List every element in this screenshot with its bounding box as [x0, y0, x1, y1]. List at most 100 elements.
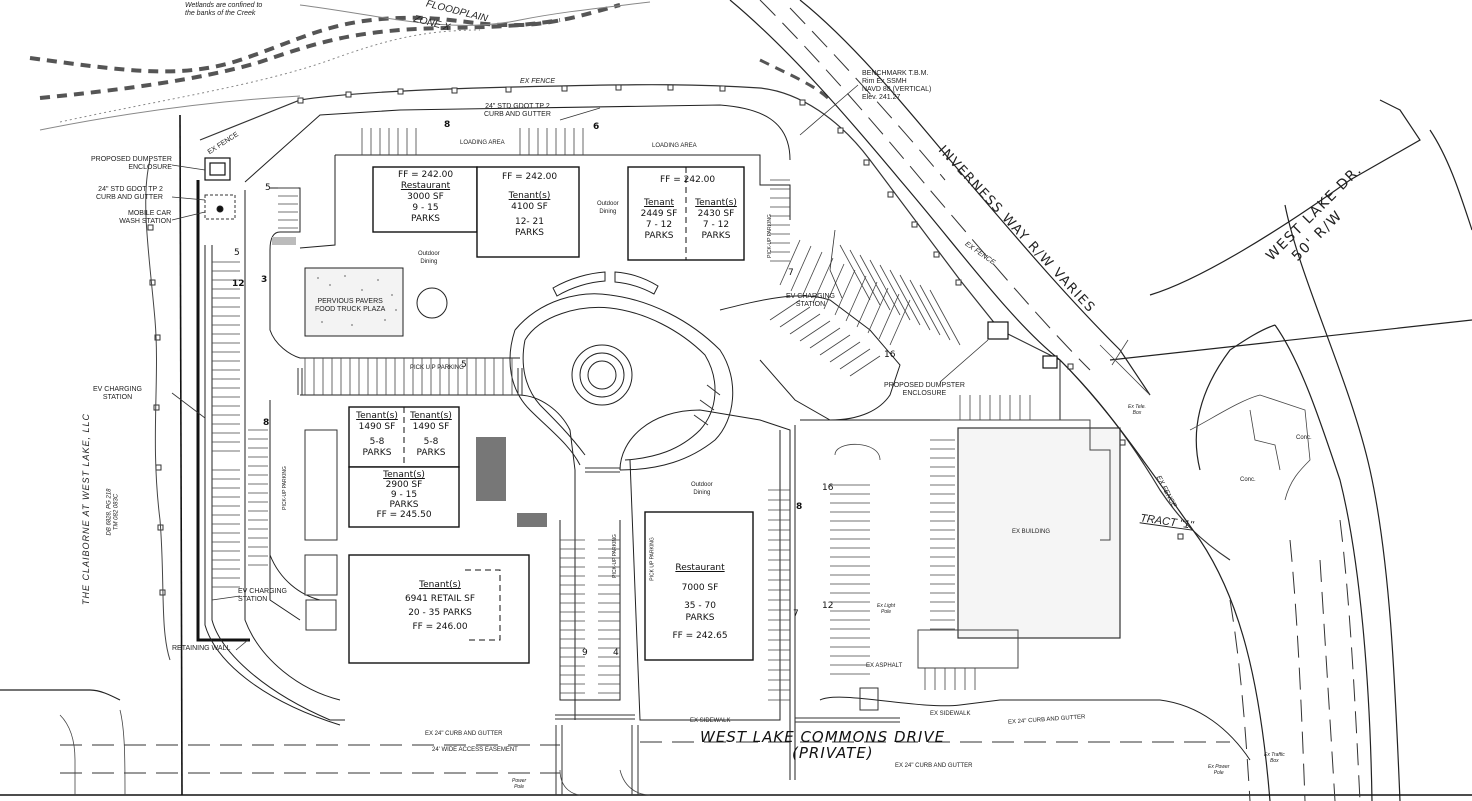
stall-count: 5	[461, 360, 467, 370]
outdoor-dining-1: Outdoor Dining	[418, 250, 440, 266]
outdoor-3-line-2: Dining	[693, 490, 711, 496]
outdoor-1-line-1: Outdoor	[418, 251, 440, 257]
benchmark-line-4: Elev. 241.27	[862, 94, 901, 101]
stall-count: 9	[582, 648, 588, 658]
tenant-d-unit-1: Tenant(s) 1490 SF 5-8 PARKS	[351, 411, 403, 459]
pick-up-parking-d: PICK UP PARKING	[649, 537, 656, 581]
outdoor-2-line-1: Outdoor	[597, 201, 619, 207]
stall-count: 4	[613, 648, 619, 658]
conc-label-2: Conc.	[1296, 435, 1312, 441]
outdoor-2-line-2: Dining	[599, 209, 617, 215]
claiborne-sub-line-1: DB 6828, PG 218	[106, 488, 113, 536]
tele-box-line-1: Ex Tele.	[1128, 404, 1146, 410]
plaza-line-2: FOOD TRUCK PLAZA	[315, 306, 386, 313]
tenant-c2-area: 2430 SF	[697, 209, 735, 219]
ev-bottom-line-1: EV CHARGING	[238, 588, 288, 595]
car-wash-note: MOBILE CAR WASH STATION	[118, 210, 171, 226]
dumpster-right-line-2: ENCLOSURE	[902, 390, 947, 397]
ev-left-line-2: STATION	[102, 394, 133, 401]
ev-left-line-1: EV CHARGING	[93, 386, 143, 393]
restaurant-a-ff: FF = 242.00	[397, 170, 454, 180]
ex-traffic-box-label: Ex Traffic Box	[1264, 752, 1285, 764]
ex-power-pole-line-1: Ex Power	[1208, 764, 1230, 770]
stall-count: 8	[263, 418, 270, 428]
stall-count: 7	[788, 268, 794, 278]
curb-left-line-2: CURB AND GUTTER	[96, 194, 163, 201]
tenant-b-parks-word: PARKS	[515, 228, 544, 238]
ex-curb-1: EX 24" CURB AND GUTTER	[425, 731, 503, 737]
benchmark-line-2: Rim Ex SSMH	[862, 78, 907, 85]
ex-sidewalk-1: EX SIDEWALK	[690, 718, 731, 724]
curb-note-left: 24" STD GDOT TP 2 CURB AND GUTTER	[96, 186, 163, 202]
ev-center-line-2: STATION	[795, 301, 826, 308]
dumpster-left-line-2: ENCLOSURE	[128, 164, 172, 171]
outdoor-dining-3: Outdoor Dining	[691, 481, 713, 497]
dumpster-left-line-1: PROPOSED DUMPSTER	[91, 156, 172, 163]
tenant-d2-parks-count: 5-8	[423, 437, 439, 447]
claiborne-sub: DB 6828, PG 218 TM 082 083C	[107, 488, 121, 535]
conc-label-1: Conc.	[1240, 477, 1256, 483]
ev-left-note: EV CHARGING STATION	[93, 386, 142, 402]
stall-count: 16	[884, 350, 896, 360]
tenant-d3-parks-count: 9 - 15	[390, 490, 418, 500]
ex-sidewalk-2: EX SIDEWALK	[930, 711, 971, 717]
claiborne-sub-line-2: TM 082 083C	[113, 493, 120, 531]
floodplain-lines	[29, 3, 832, 102]
ev-center-note: EV CHARGING STATION	[786, 293, 835, 309]
ev-center-line-1: EV CHARGING	[786, 293, 836, 300]
stall-count: 3	[261, 275, 268, 285]
commons-drive-label: WEST LAKE COMMONS DRIVE	[700, 728, 946, 746]
tenant-d1-area: 1490 SF	[358, 422, 396, 432]
stall-count: 12	[822, 601, 834, 611]
pick-up-parking-a: PICK-UP PARKING	[766, 214, 773, 258]
tele-box-line-2: Box	[1132, 410, 1142, 416]
curb-top-line-1: 24" STD GDOT TP 2	[485, 103, 550, 110]
traffic-box-line-2: Box	[1270, 758, 1279, 764]
pick-up-parking-c: PICK-UP PARKING	[611, 534, 618, 578]
restaurant-f-parks-count: 35 - 70	[684, 601, 716, 611]
stall-count: 8	[444, 120, 451, 130]
tenant-d-unit-2: Tenant(s) 1490 SF 5-8 PARKS	[405, 411, 457, 459]
retaining-wall-note: RETAINING WALL	[172, 645, 231, 652]
commons-private-label: (PRIVATE)	[792, 744, 874, 762]
building-footprints	[348, 166, 754, 664]
tenant-e-area: 6941 RETAIL SF	[404, 594, 476, 604]
tenant-d2-area: 1490 SF	[412, 422, 450, 432]
tenant-d-unit-3: Tenant(s) 2900 SF 9 - 15 PARKS FF = 245.…	[351, 470, 457, 520]
curb-left-line-1: 24" STD GDOT TP 2	[98, 186, 163, 193]
tenant-d3-area: 2900 SF	[385, 480, 423, 490]
tenant-c1-area: 2449 SF	[640, 209, 678, 219]
pick-up-parking-label: PICK U.P PARKING	[410, 365, 464, 371]
stall-count: 7	[793, 609, 799, 619]
ex-fence-top: EX FENCE	[520, 78, 556, 85]
stall-count: 8	[796, 502, 803, 512]
light-pole-line-1: Ex Light	[877, 603, 896, 609]
tenant-e-name: Tenant(s)	[419, 580, 461, 590]
restaurant-a-area: 3000 SF	[407, 192, 444, 202]
restaurant-a-parks-count: 9 - 15	[412, 203, 439, 213]
tenant-d-ff: FF = 245.50	[376, 510, 432, 520]
ex-building-label: EX BUILDING	[1012, 529, 1051, 535]
outdoor-dining-2: Outdoor Dining	[597, 200, 619, 216]
ex-tele-box-label: Ex Tele. Box	[1128, 404, 1146, 416]
ex-curb-3: EX 24" CURB AND GUTTER	[895, 763, 973, 769]
tenant-d1-parks-count: 5-8	[369, 437, 385, 447]
restaurant-f-ff: FF = 242.65	[672, 631, 728, 641]
tenant-c1-parks-word: PARKS	[644, 231, 674, 241]
tenant-c2-name: Tenant(s)	[695, 198, 737, 208]
restaurant-f-parks-word: PARKS	[685, 613, 715, 623]
tenant-c-unit-2: Tenant(s) 2430 SF 7 - 12 PARKS	[689, 198, 743, 242]
ex-asphalt-label: EX ASPHALT	[866, 663, 903, 669]
outdoor-3-line-1: Outdoor	[691, 482, 713, 488]
power-pole-line-2: Pole	[514, 784, 525, 790]
curb-top-line-2: CURB AND GUTTER	[484, 111, 551, 118]
parking-stall-stripes	[212, 128, 1031, 701]
power-pole-line-1: Power	[512, 778, 527, 784]
tenant-c-unit-1: Tenant 2449 SF 7 - 12 PARKS	[632, 198, 686, 242]
stall-count: 5	[265, 183, 271, 193]
restaurant-f-area: 7000 SF	[681, 583, 719, 593]
curb-note-top: 24" STD GDOT TP 2 CURB AND GUTTER	[484, 103, 551, 119]
stall-count: 5	[234, 248, 240, 258]
food-truck-plaza-label: PERVIOUS PAVERS FOOD TRUCK PLAZA	[315, 298, 385, 314]
